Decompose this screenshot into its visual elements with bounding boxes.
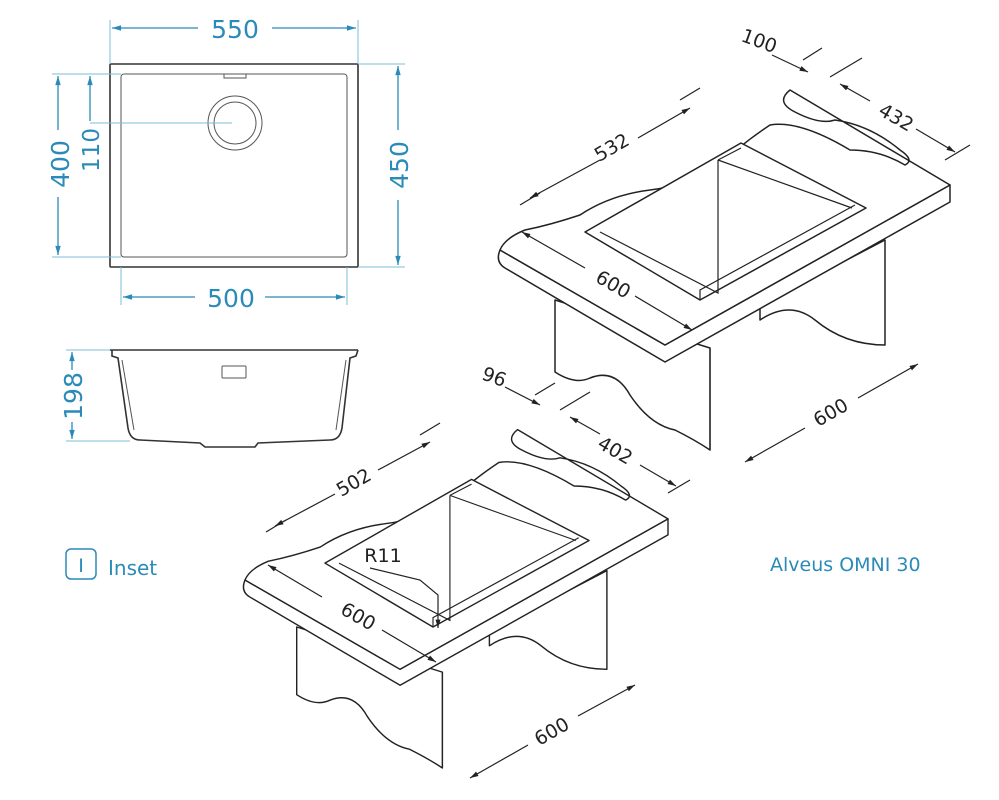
inset-icon <box>65 548 97 580</box>
section-view: 198 <box>59 349 359 448</box>
dim-bowl-width: 500 <box>207 284 255 313</box>
dim-cutout-width: 532 <box>591 129 633 166</box>
dim-inset-side: 600 <box>531 713 573 750</box>
dim-inset-cutout-width: 502 <box>333 464 375 501</box>
dim-inset-radius: R11 <box>364 545 401 567</box>
dim-inset-offset: 96 <box>479 363 509 392</box>
dim-overall-depth: 450 <box>385 141 414 189</box>
sink-outer-outline <box>109 63 359 268</box>
product-name: Alveus OMNI 30 <box>770 554 921 576</box>
overflow-slot-section <box>221 365 247 379</box>
dim-bowl-depth: 400 <box>46 140 75 188</box>
legend-label: Inset <box>108 556 157 580</box>
dim-width-back: 432 <box>875 99 917 136</box>
sink-bowl-outline <box>120 73 348 258</box>
dim-drain-offset: 110 <box>79 128 105 172</box>
inset-icon-letter: I <box>78 555 84 577</box>
dim-overall-width: 550 <box>211 15 259 44</box>
dim-sink-depth: 198 <box>59 372 88 420</box>
dim-inset-width-back: 402 <box>594 432 636 469</box>
installation-legend: I Inset <box>65 548 157 580</box>
dim-side: 600 <box>810 394 852 431</box>
inset-iso-view: 96 402 502 R11 600 600 <box>242 363 691 779</box>
undermount-iso-view: 100 432 532 600 600 <box>497 25 971 463</box>
plan-view: 550 500 450 400 110 <box>46 15 414 313</box>
overflow-slot <box>223 73 247 79</box>
dim-offset: 100 <box>738 25 780 58</box>
